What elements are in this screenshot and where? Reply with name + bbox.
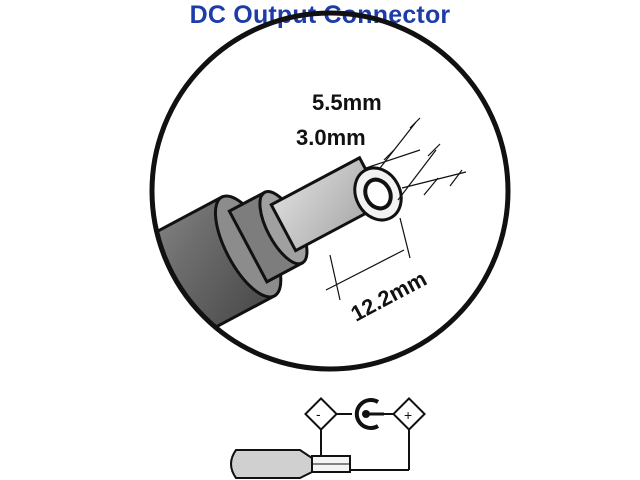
magnifier-circle <box>149 10 511 372</box>
diameter-dimension-lines <box>365 117 467 201</box>
inner-diameter-label: 3.0mm <box>296 125 366 150</box>
length-label: 12.2mm <box>347 266 431 327</box>
negative-symbol: - <box>316 406 321 422</box>
length-dimension-lines <box>325 217 411 301</box>
outer-diameter-label: 5.5mm <box>312 90 382 115</box>
positive-symbol: + <box>404 407 412 423</box>
magnifier-view <box>152 155 386 369</box>
barrel-tip-hole <box>363 177 393 211</box>
plug-icon <box>230 449 351 479</box>
